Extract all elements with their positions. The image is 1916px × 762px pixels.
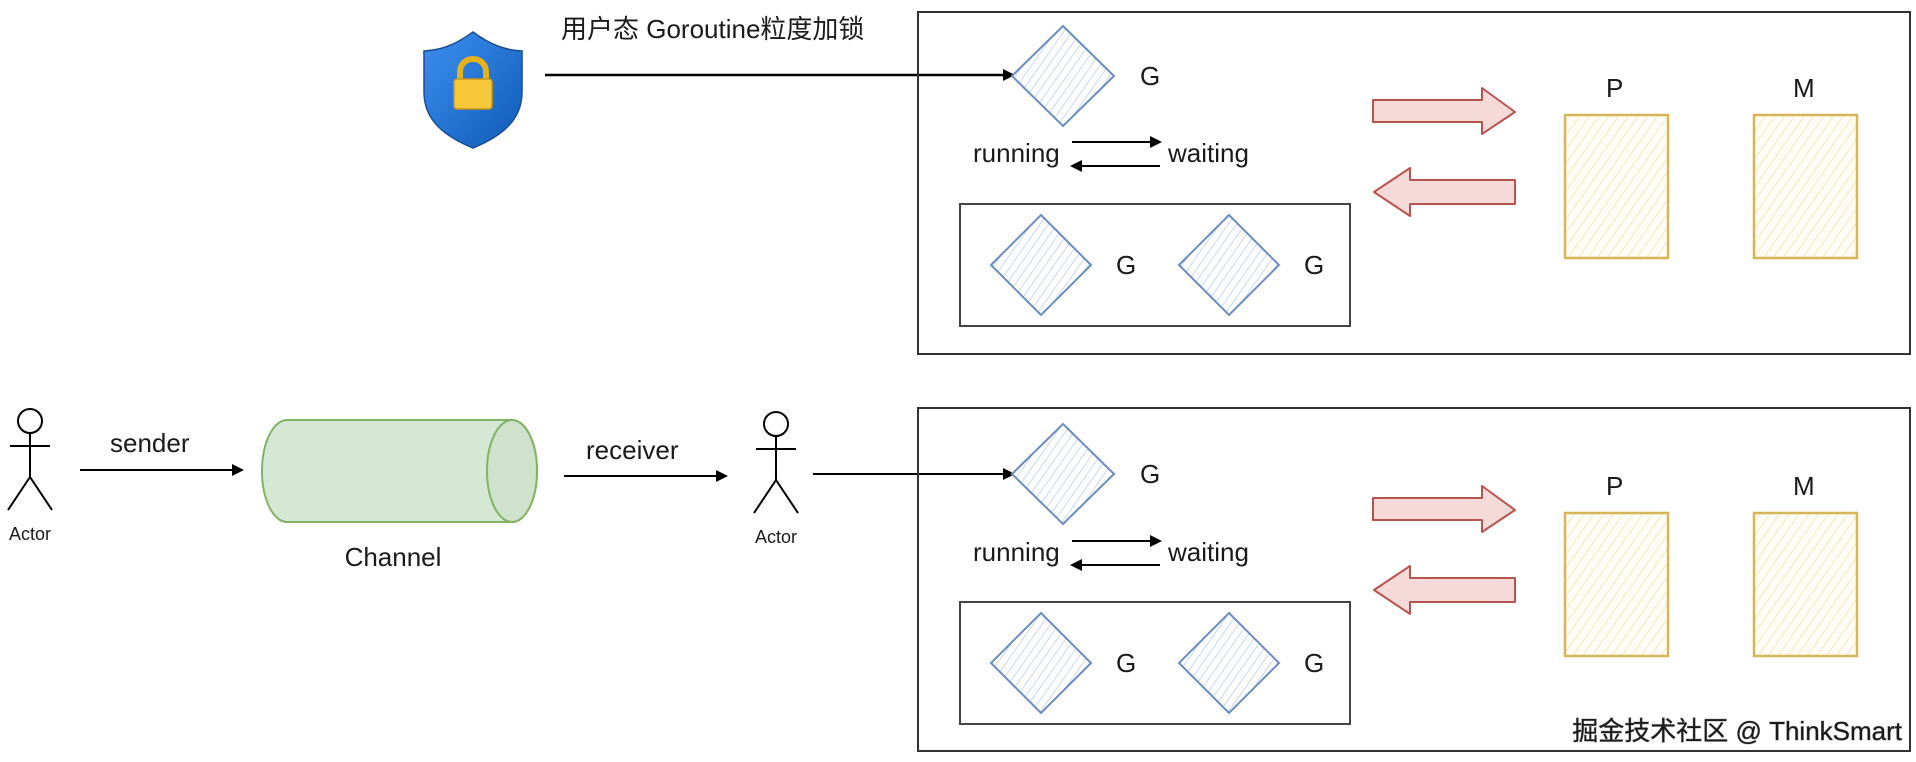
top-panel-frame [917, 11, 1911, 355]
receiver-actor [753, 411, 799, 514]
bottom-p-processor-box [1563, 511, 1670, 658]
bottom-queue-g-label-1: G [1116, 648, 1136, 678]
lock-caption: 用户态 Goroutine粒度加锁 [561, 14, 864, 44]
bottom-running-label: running [973, 537, 1060, 567]
bottom-panel-frame [917, 407, 1911, 752]
bottom-right-red-arrow [1372, 485, 1516, 533]
top-right-red-arrow [1372, 87, 1516, 135]
channel-label: Channel [345, 542, 442, 572]
bottom-g-running-label: G [1140, 459, 1160, 489]
top-running-label: running [973, 138, 1060, 168]
sender-actor [7, 408, 53, 511]
channel-cylinder [261, 419, 538, 523]
sender-label: sender [110, 428, 190, 458]
top-left-red-arrow [1373, 167, 1516, 217]
top-g-running-label: G [1140, 61, 1160, 91]
bottom-g-running-diamond [1010, 422, 1116, 526]
top-waiting-label: waiting [1167, 138, 1249, 168]
bottom-left-red-arrow [1373, 565, 1516, 615]
top-m-thread-box [1752, 113, 1859, 260]
bottom-scheduler-panel: G running waiting G G P M [917, 407, 1911, 752]
bottom-m-label: M [1793, 471, 1815, 501]
watermark: 掘金技术社区 @ ThinkSmart [1572, 716, 1903, 746]
bottom-queue-g-diamond-2 [1177, 611, 1281, 715]
receiver-label: receiver [586, 435, 679, 465]
top-queue-g-label-1: G [1116, 250, 1136, 280]
bottom-m-thread-box [1752, 511, 1859, 658]
top-scheduler-panel: G running waiting G G P M [917, 11, 1911, 355]
bottom-p-label: P [1606, 471, 1623, 501]
receiver-actor-label: Actor [755, 527, 797, 547]
top-m-label: M [1793, 73, 1815, 103]
bottom-waiting-label: waiting [1167, 537, 1249, 567]
bottom-run-queue-box [959, 601, 1351, 725]
top-queue-g-diamond-2 [1177, 213, 1281, 317]
sender-actor-label: Actor [9, 524, 51, 544]
shield-lock-icon [423, 31, 523, 149]
top-p-processor-box [1563, 113, 1670, 260]
top-queue-g-label-2: G [1304, 250, 1324, 280]
top-queue-g-diamond-1 [989, 213, 1093, 317]
top-run-queue-box [959, 203, 1351, 327]
top-g-running-diamond [1010, 24, 1116, 128]
bottom-queue-g-label-2: G [1304, 648, 1324, 678]
top-p-label: P [1606, 73, 1623, 103]
bottom-queue-g-diamond-1 [989, 611, 1093, 715]
